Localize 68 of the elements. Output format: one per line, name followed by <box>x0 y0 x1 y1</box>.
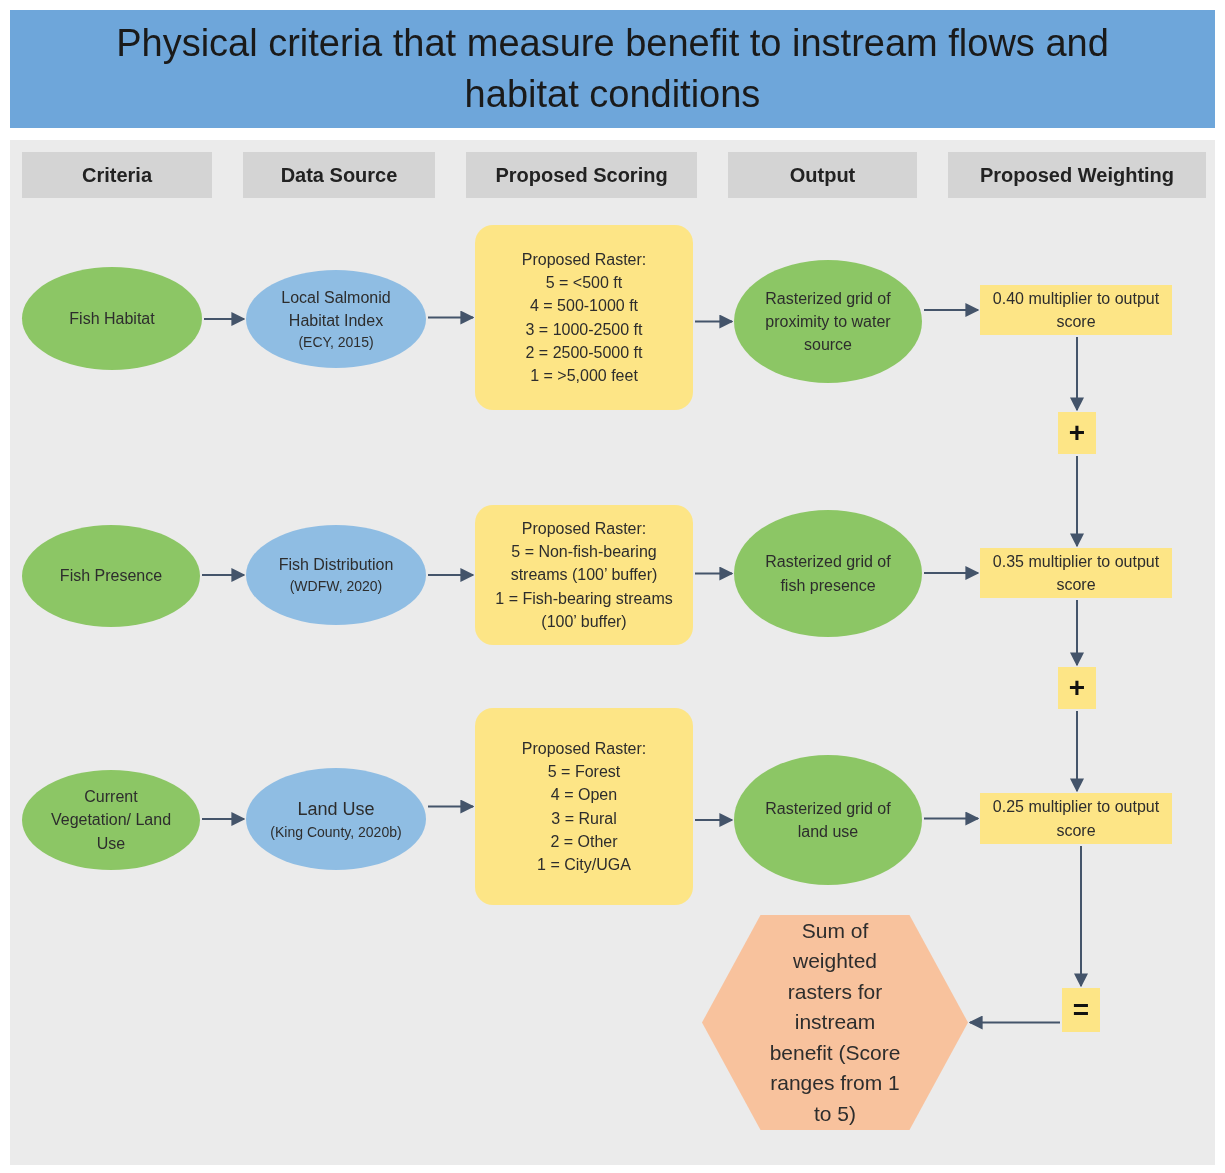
arrow <box>923 811 980 826</box>
arrow <box>694 566 734 581</box>
citation-text: (ECY, 2015) <box>298 333 374 353</box>
node-label: Rasterized grid of fish presence <box>764 552 892 596</box>
score-line: 1 = City/UGA <box>537 854 631 875</box>
source-name: Fish Distribution <box>278 555 394 576</box>
arrow <box>694 813 734 827</box>
arrow <box>923 303 980 317</box>
arrow <box>968 1015 1061 1030</box>
operator-box <box>1062 988 1100 1032</box>
operator-box <box>1058 412 1096 454</box>
source-name: Local Salmonid Habitat Index <box>280 287 392 331</box>
scoring-box <box>475 708 693 905</box>
arrow <box>1074 845 1088 988</box>
score-line: 1 = Fish-bearing streams (100’ buffer) <box>494 588 674 632</box>
score-line: 4 = Open <box>550 785 618 806</box>
node-label: 0.40 multiplier to output score <box>991 288 1161 332</box>
node-label: Fish Habitat <box>69 308 155 329</box>
scoring-box <box>475 505 693 645</box>
score-line: 1 = >5,000 feet <box>530 365 638 386</box>
score-line: 5 = Non-fish-bearing streams (100’ buffer) <box>509 542 659 586</box>
scoring-box <box>475 225 693 410</box>
title-banner: Physical criteria that measure benefit to instream flows and habitat conditions <box>10 10 1215 128</box>
arrow <box>427 310 475 325</box>
node-label: Sum of weighted rasters for instream benefit (Score ranges from 1 to 5) <box>768 917 902 1127</box>
arrow <box>201 568 246 582</box>
source-name: Land Use <box>297 797 375 821</box>
node-label: Rasterized grid of land use <box>764 798 892 842</box>
arrow <box>203 312 246 326</box>
raster-heading: Proposed Raster: <box>521 249 647 270</box>
arrow <box>1070 336 1084 412</box>
header-text: Proposed Weighting <box>979 162 1175 188</box>
arrow <box>427 568 475 582</box>
header-text: Output <box>789 162 856 188</box>
citation-text: (WDFW, 2020) <box>289 577 383 597</box>
score-line: 3 = 1000-2500 ft <box>525 319 643 340</box>
arrow <box>1070 710 1084 793</box>
weighting-box <box>980 548 1172 598</box>
arrow <box>923 566 980 580</box>
arrow <box>201 812 246 826</box>
weighting-box <box>980 285 1172 335</box>
node-label: 0.35 multiplier to output score <box>991 551 1161 595</box>
header-text: Proposed Scoring <box>495 162 668 188</box>
arrow <box>694 314 734 329</box>
score-line: 4 = 500-1000 ft <box>529 296 639 317</box>
operator-symbol: + <box>1068 670 1086 705</box>
header-text: Criteria <box>82 162 152 188</box>
score-line: 5 = Forest <box>547 762 621 783</box>
raster-heading: Proposed Raster: <box>521 519 647 540</box>
score-line: 3 = Rural <box>551 808 617 829</box>
arrow <box>427 799 475 814</box>
node-label: Rasterized grid of proximity to water source <box>764 288 892 356</box>
node-label: 0.25 multiplier to output score <box>991 797 1161 841</box>
score-line: 2 = Other <box>550 831 618 852</box>
node-label: Current Vegetation/ Land Use <box>49 787 173 854</box>
operator-box <box>1058 667 1096 709</box>
score-line: 5 = <500 ft <box>545 273 623 294</box>
operator-symbol: + <box>1068 415 1086 450</box>
header-text: Data Source <box>280 162 398 188</box>
score-line: 2 = 2500-5000 ft <box>525 342 643 363</box>
arrow <box>1070 455 1084 548</box>
result-hexagon <box>702 915 968 1130</box>
arrow <box>1070 599 1084 667</box>
operator-symbol: = <box>1072 992 1090 1027</box>
node-label: Fish Presence <box>59 566 163 587</box>
citation-text: (King County, 2020b) <box>270 822 402 842</box>
weighting-box <box>980 793 1172 844</box>
raster-heading: Proposed Raster: <box>521 738 647 759</box>
